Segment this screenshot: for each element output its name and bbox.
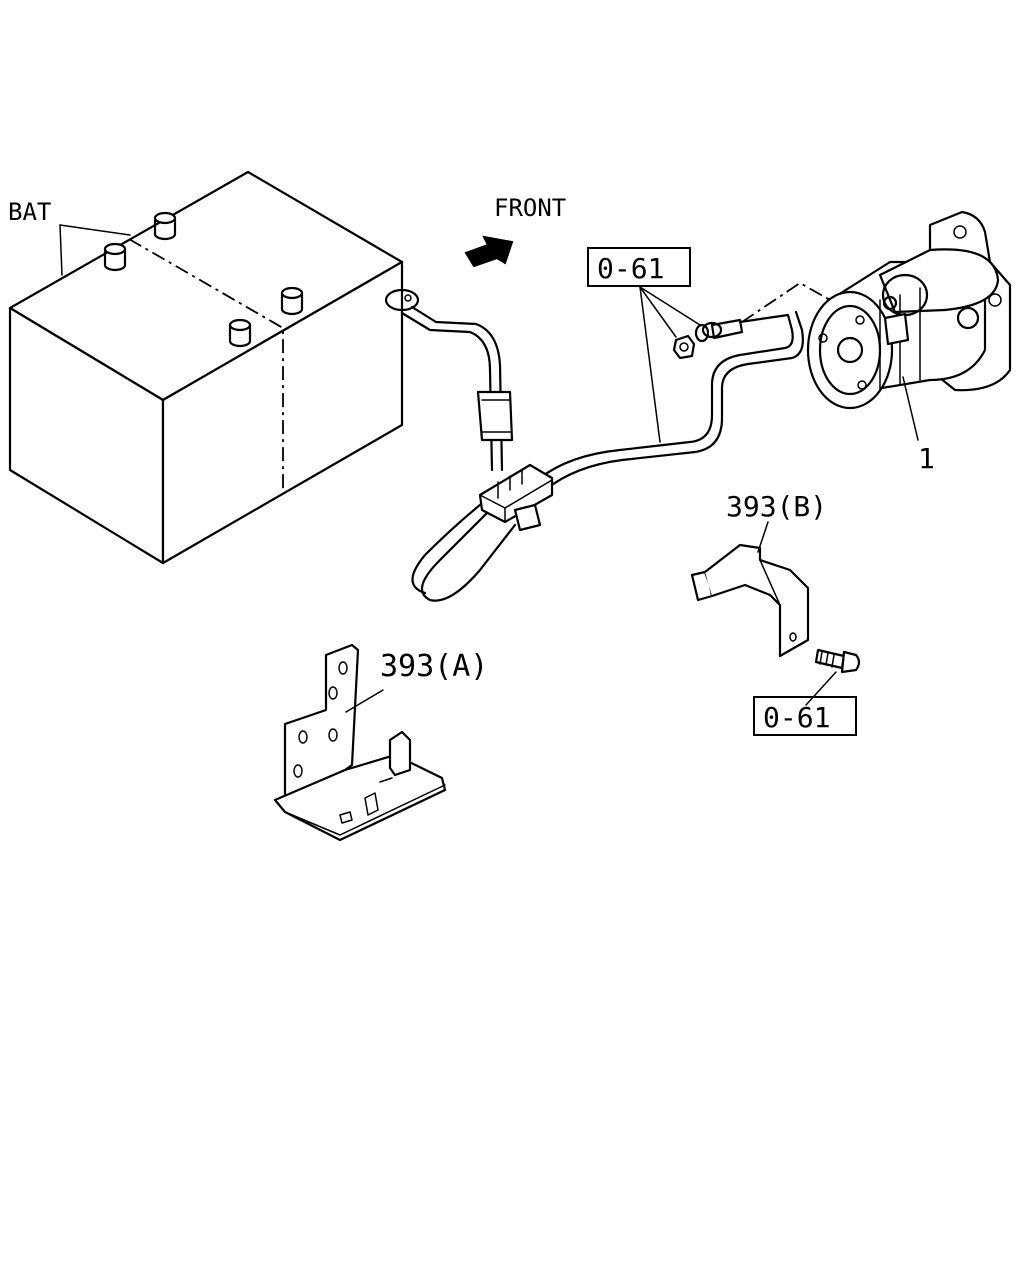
group-ref-top-label: 0-61 bbox=[597, 252, 664, 285]
cable-clamp bbox=[478, 463, 554, 532]
bracket-393a-label: 393(A) bbox=[380, 649, 488, 684]
starter-ref-label: 1 bbox=[918, 442, 935, 475]
front-arrow-icon bbox=[464, 235, 514, 268]
battery-illustration bbox=[8, 170, 404, 565]
bracket-393b-illustration bbox=[690, 521, 810, 658]
front-label: FRONT bbox=[494, 194, 566, 222]
battery-cable bbox=[384, 288, 804, 602]
flange-bolt bbox=[805, 648, 861, 706]
bracket-393b-label: 393(B) bbox=[726, 490, 827, 523]
battery-label: BAT bbox=[8, 198, 51, 226]
starter-motor-illustration bbox=[806, 210, 1012, 410]
group-ref-bottom-label: 0-61 bbox=[763, 701, 830, 734]
group-ref-box-top bbox=[587, 247, 691, 287]
nut-and-washer bbox=[672, 323, 710, 360]
bracket-393a-illustration bbox=[273, 643, 447, 842]
group-ref-box-bottom bbox=[753, 696, 857, 736]
